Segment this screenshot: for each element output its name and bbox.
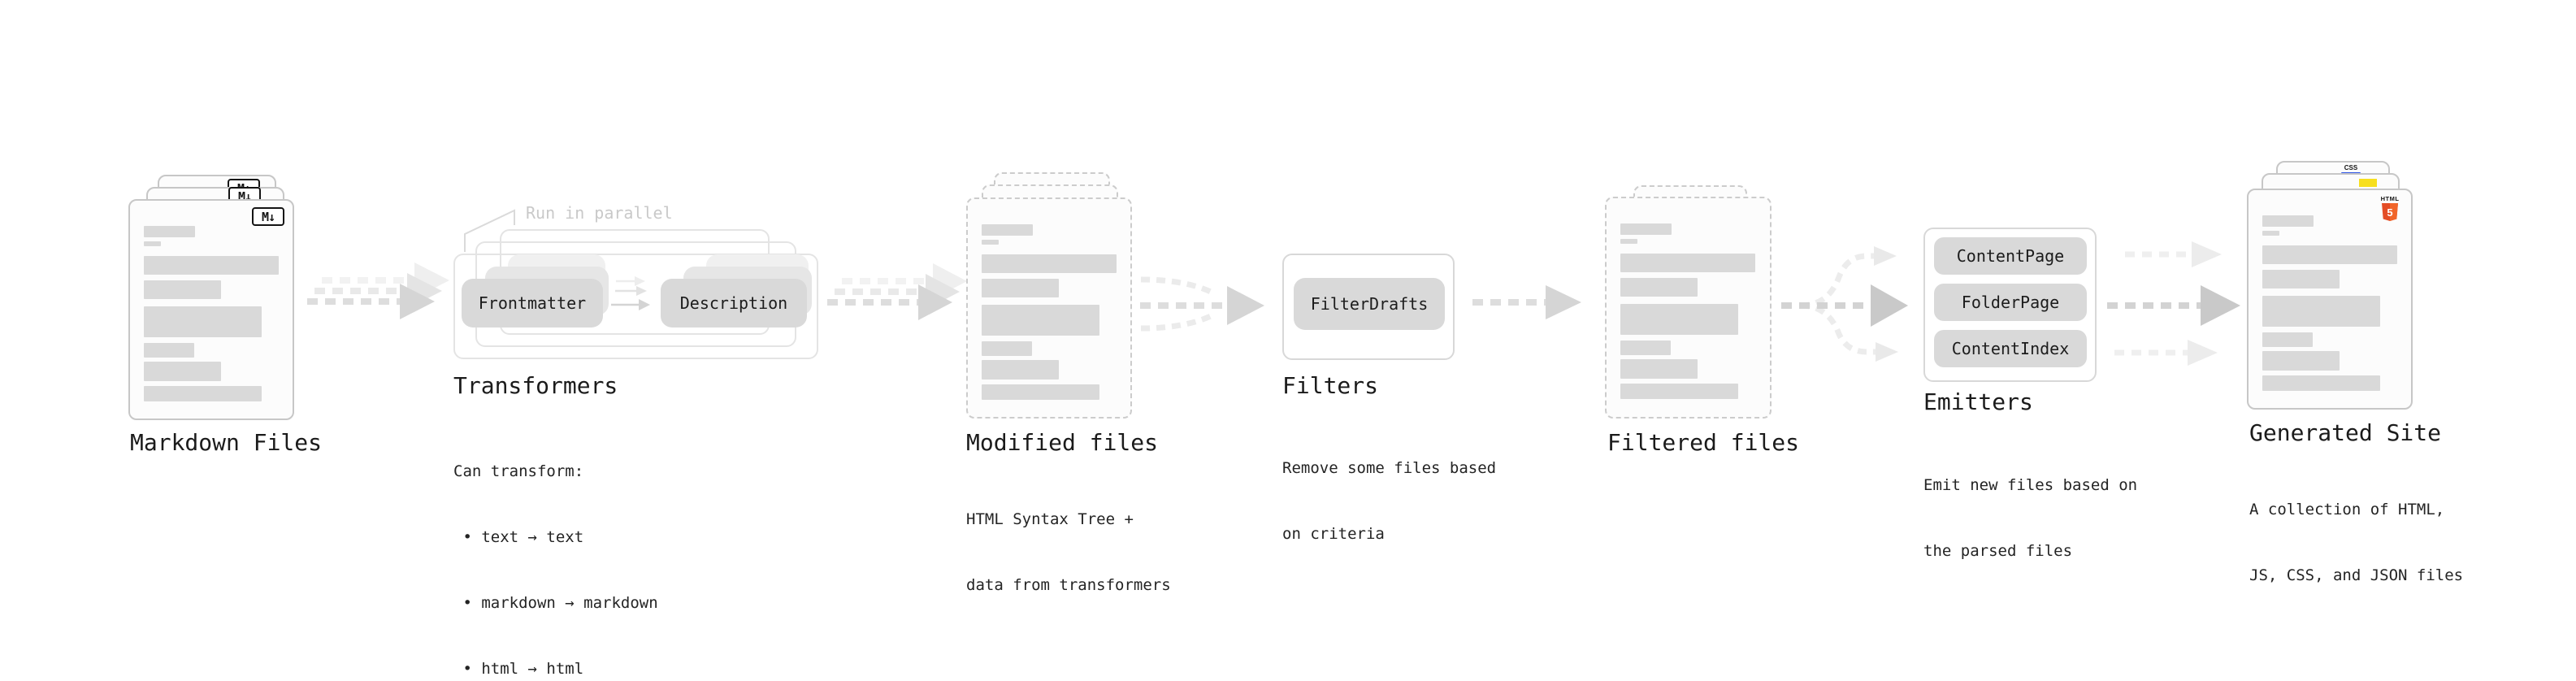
note-line: • markdown → markdown <box>453 594 658 612</box>
content-index-emitter: ContentIndex <box>1934 330 2087 367</box>
content-page-emitter: ContentPage <box>1934 237 2087 275</box>
generated-site-stack: CSS HTML 5 <box>2247 161 2419 413</box>
placeholder-bar <box>982 240 999 245</box>
placeholder-bar <box>2262 296 2380 327</box>
note-line: on criteria <box>1282 525 1385 543</box>
filtered-files-stack <box>1605 185 1776 429</box>
note-line: data from transformers <box>966 576 1171 594</box>
note-line: A collection of HTML, <box>2249 501 2445 518</box>
transformers-note: Can transform: • text → text • markdown … <box>453 417 658 681</box>
filtered-files-label: Filtered files <box>1607 429 1800 456</box>
placeholder-bar <box>2262 231 2279 236</box>
placeholder-bar <box>2262 375 2380 391</box>
placeholder-bar <box>1620 254 1755 272</box>
placeholder-bar <box>2262 215 2314 227</box>
frontmatter-transformer: Frontmatter <box>462 279 603 327</box>
arrow-filtered-to-emitters <box>1781 246 1908 362</box>
note-line: • text → text <box>453 528 584 546</box>
arrow-transformers-to-modified <box>827 263 967 320</box>
css-icon-label: CSS <box>2344 164 2358 171</box>
markdown-icon: M↓ <box>252 207 284 226</box>
emitters-frame <box>1923 228 2097 382</box>
modified-files-label: Modified files <box>966 429 1159 456</box>
placeholder-bar <box>1620 340 1671 355</box>
generated-site-note: A collection of HTML, JS, CSS, and JSON … <box>2249 455 2463 631</box>
arrow-filters-to-filtered <box>1472 285 1581 319</box>
note-line: • html → html <box>453 660 584 678</box>
placeholder-bar <box>982 305 1099 336</box>
svg-text:HTML: HTML <box>2381 195 2400 202</box>
placeholder-bar <box>982 360 1059 380</box>
transformers-label: Transformers <box>453 372 618 399</box>
note-line: the parsed files <box>1923 542 2073 560</box>
arrow-modified-to-filters <box>1140 276 1264 332</box>
note-line: JS, CSS, and JSON files <box>2249 566 2464 584</box>
modified-files-note: HTML Syntax Tree + data from transformer… <box>966 465 1171 640</box>
filters-frame <box>1282 254 1455 360</box>
filtered-file-card <box>1605 197 1772 419</box>
placeholder-bar <box>982 279 1059 297</box>
markdown-files-stack: M↓ M↓ M↓ <box>128 172 299 424</box>
arrow-markdown-to-transformers <box>307 262 449 319</box>
description-transformer: Description <box>661 279 807 327</box>
filter-drafts: FilterDrafts <box>1294 278 1445 330</box>
folder-page-emitter: FolderPage <box>1934 284 2087 321</box>
note-line: Emit new files based on <box>1923 476 2138 494</box>
placeholder-bar <box>982 384 1099 400</box>
html5-icon: HTML 5 <box>2381 195 2400 221</box>
placeholder-bar <box>144 241 161 246</box>
svg-text:5: 5 <box>2387 206 2392 219</box>
filters-label: Filters <box>1282 372 1379 399</box>
placeholder-bar <box>144 256 279 275</box>
placeholder-bar <box>2262 351 2340 371</box>
placeholder-bar <box>1620 384 1738 399</box>
placeholder-bar <box>2262 245 2397 264</box>
markdown-files-label: Markdown Files <box>130 429 323 456</box>
generated-site-label: Generated Site <box>2249 419 2442 446</box>
note-line: Can transform: <box>453 462 584 480</box>
modified-files-stack <box>966 172 1137 424</box>
placeholder-bar <box>2262 270 2340 288</box>
emitters-label: Emitters <box>1923 388 2033 415</box>
note-line: Remove some files based <box>1282 459 1497 477</box>
placeholder-bar <box>982 224 1033 236</box>
placeholder-bar <box>144 226 195 237</box>
note-line: HTML Syntax Tree + <box>966 510 1134 528</box>
javascript-icon <box>2359 179 2377 187</box>
run-in-parallel-annotation: Run in parallel <box>526 203 673 223</box>
transformers-frame-front <box>453 254 818 359</box>
placeholder-bar <box>1620 359 1698 379</box>
placeholder-bar <box>144 306 262 337</box>
markdown-file-card: M↓ <box>128 199 294 420</box>
placeholder-bar <box>982 254 1117 273</box>
html-file-card: HTML 5 <box>2247 189 2413 410</box>
placeholder-bar <box>2262 332 2313 347</box>
placeholder-bar <box>1620 304 1738 335</box>
placeholder-bar <box>144 343 194 358</box>
placeholder-bar <box>1620 278 1698 297</box>
placeholder-bar <box>982 341 1032 356</box>
emitters-note: Emit new files based on the parsed files <box>1923 431 2137 606</box>
placeholder-bar <box>1620 223 1672 235</box>
placeholder-bar <box>144 280 221 299</box>
placeholder-bar <box>144 386 262 401</box>
modified-file-card <box>966 197 1132 419</box>
placeholder-bar <box>1620 239 1637 244</box>
arrow-emitters-to-generated <box>2107 241 2240 366</box>
placeholder-bar <box>144 362 221 381</box>
filters-note: Remove some files based on criteria <box>1282 414 1496 589</box>
